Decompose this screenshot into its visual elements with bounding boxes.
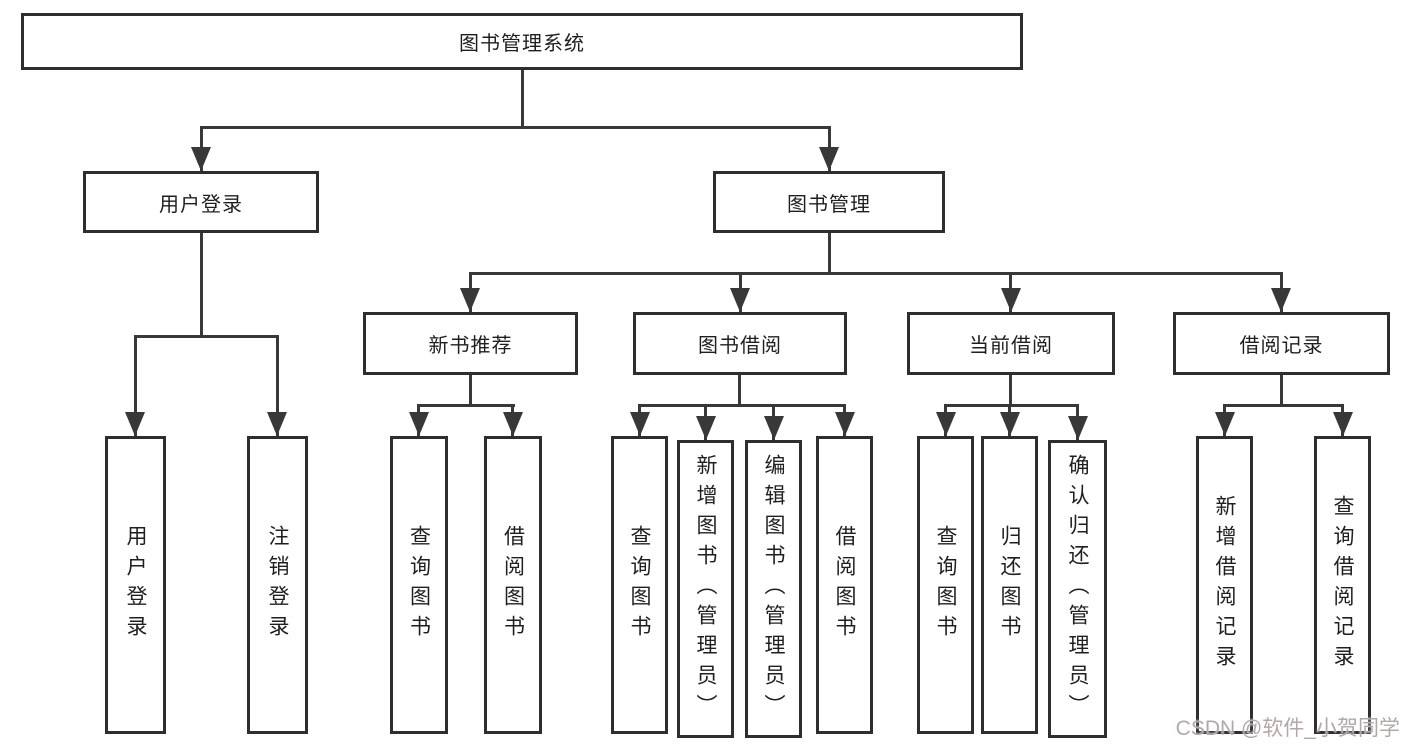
csdn-watermark: CSDN @软件_小贺同学: [1175, 717, 1400, 740]
connector-line: [469, 375, 472, 407]
node-current-borrowing: 当前借阅: [907, 312, 1115, 375]
connector-line: [200, 233, 203, 338]
node-borrowing-records-label: 借阅记录: [1239, 335, 1324, 357]
arrow-down-icon: [630, 412, 650, 436]
arrow-down-icon: [1333, 412, 1353, 436]
leaf-return-books: 归还图书: [981, 436, 1038, 734]
arrow-down-icon: [819, 147, 839, 171]
arrow-down-icon: [1271, 288, 1291, 312]
leaf-borrow-books-recommend-label: 借阅图书: [501, 525, 525, 645]
node-book-management: 图书管理: [713, 171, 945, 233]
node-user-login-label: 用户登录: [159, 193, 243, 216]
arrow-down-icon: [460, 288, 480, 312]
arrow-down-icon: [835, 412, 855, 436]
arrow-down-icon: [1068, 416, 1088, 440]
node-user-login: 用户登录: [83, 171, 319, 233]
arrow-down-icon: [936, 412, 956, 436]
connector-line: [200, 126, 831, 129]
arrow-down-icon: [1000, 412, 1020, 436]
connector-line: [134, 335, 137, 436]
leaf-return-books-label: 归还图书: [998, 525, 1021, 645]
leaf-add-borrow-record-label: 新增借阅记录: [1213, 495, 1236, 675]
leaf-logout: 注销登录: [247, 436, 308, 734]
connector-line: [1009, 375, 1012, 407]
arrow-down-icon: [125, 412, 145, 436]
arrow-down-icon: [1001, 288, 1021, 312]
node-new-book-recommendation-label: 新书推荐: [428, 335, 513, 357]
leaf-user-login: 用户登录: [105, 436, 166, 734]
connector-line: [738, 375, 741, 407]
leaf-add-books-admin-label: 新增图书（管理员）: [694, 454, 717, 724]
leaf-query-books-borrow: 查询图书: [611, 436, 668, 734]
connector-line: [521, 70, 524, 128]
leaf-user-login-label: 用户登录: [124, 525, 147, 645]
leaf-query-books-borrow-label: 查询图书: [628, 525, 651, 645]
connector-line: [276, 335, 279, 436]
leaf-query-borrow-record-label: 查询借阅记录: [1331, 495, 1354, 675]
arrow-down-icon: [764, 416, 784, 440]
leaf-borrow-books-recommend: 借阅图书: [484, 436, 542, 734]
node-current-borrowing-label: 当前借阅: [969, 335, 1053, 357]
leaf-add-borrow-record: 新增借阅记录: [1196, 436, 1253, 734]
connector-line: [638, 404, 846, 407]
leaf-confirm-return-admin-label: 确认归还（管理员）: [1066, 454, 1089, 724]
node-book-borrowing-label: 图书借阅: [698, 335, 782, 357]
arrow-down-icon: [267, 412, 287, 436]
connector-line: [469, 272, 1282, 275]
arrow-down-icon: [503, 412, 523, 436]
leaf-query-books-current: 查询图书: [917, 436, 974, 734]
arrow-down-icon: [1215, 412, 1235, 436]
leaf-query-books-current-label: 查询图书: [934, 525, 957, 645]
leaf-query-books-recommend-label: 查询图书: [407, 525, 431, 645]
node-library-management-system-label: 图书管理系统: [459, 33, 585, 55]
node-borrowing-records: 借阅记录: [1173, 312, 1390, 375]
connector-line: [944, 404, 1079, 407]
connector-line: [134, 335, 279, 338]
arrow-down-icon: [409, 412, 429, 436]
node-book-management-label: 图书管理: [787, 193, 871, 216]
arrow-down-icon: [191, 147, 211, 171]
node-library-management-system: 图书管理系统: [21, 13, 1023, 70]
arrow-down-icon: [696, 416, 716, 440]
connector-line: [418, 404, 515, 407]
leaf-edit-books-admin-label: 编辑图书（管理员）: [762, 454, 785, 724]
leaf-borrow-books-borrow-label: 借阅图书: [833, 525, 856, 645]
leaf-add-books-admin: 新增图书（管理员）: [677, 440, 734, 738]
connector-line: [1280, 375, 1283, 407]
leaf-edit-books-admin: 编辑图书（管理员）: [745, 440, 802, 738]
connector-line: [828, 233, 831, 275]
connector-line: [1223, 404, 1344, 407]
leaf-logout-label: 注销登录: [266, 525, 289, 645]
node-book-borrowing: 图书借阅: [633, 312, 847, 375]
leaf-confirm-return-admin: 确认归还（管理员）: [1048, 440, 1107, 738]
node-new-book-recommendation: 新书推荐: [363, 312, 578, 375]
arrow-down-icon: [730, 288, 750, 312]
leaf-borrow-books-borrow: 借阅图书: [816, 436, 873, 734]
leaf-query-books-recommend: 查询图书: [390, 436, 448, 734]
leaf-query-borrow-record: 查询借阅记录: [1314, 436, 1371, 734]
